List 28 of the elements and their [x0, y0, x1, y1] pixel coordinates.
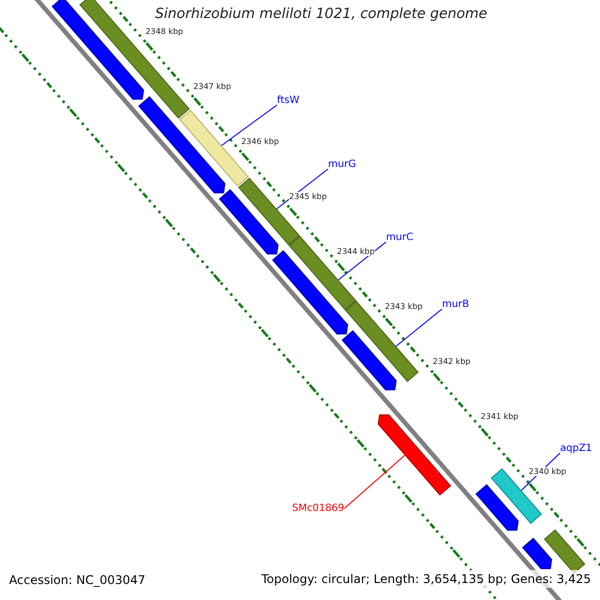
- gene-label: ftsW: [277, 95, 300, 106]
- gene-feature-bar: [218, 188, 279, 254]
- leader-line: [344, 454, 406, 509]
- tick-label: 2346 kbp: [241, 136, 279, 146]
- gene-label: murC: [386, 232, 414, 243]
- gene-feature-bar: [288, 236, 356, 310]
- tick-label: 2340 kbp: [528, 467, 566, 476]
- tick-label: 2347 kbp: [193, 82, 232, 91]
- tick-label: 2343 kbp: [384, 302, 423, 311]
- gene-feature-bar: [342, 330, 397, 390]
- gene-feature-bar: [475, 484, 519, 531]
- gene-feature-bar: [52, 0, 144, 100]
- tick-label: 2341 kbp: [480, 412, 518, 422]
- gene-label: SMc01869: [292, 503, 344, 514]
- tick-label: 2348 kbp: [145, 26, 184, 36]
- leader-line: [221, 104, 278, 146]
- tick-label: 2342 kbp: [432, 357, 470, 366]
- gene-feature-bar: [378, 414, 452, 496]
- gene-label: murG: [328, 159, 356, 170]
- gene-label: aqpZ1: [560, 443, 592, 454]
- tick-label: 2344 kbp: [337, 246, 375, 256]
- gene-feature-bar: [138, 96, 226, 194]
- leader-line: [396, 308, 442, 347]
- tick-label: 2345 kbp: [289, 192, 327, 201]
- accession-note: Accession: NC_003047: [9, 573, 146, 587]
- gene-feature-bar: [522, 538, 552, 570]
- gene-label: murB: [442, 299, 470, 310]
- leader-line: [338, 242, 386, 280]
